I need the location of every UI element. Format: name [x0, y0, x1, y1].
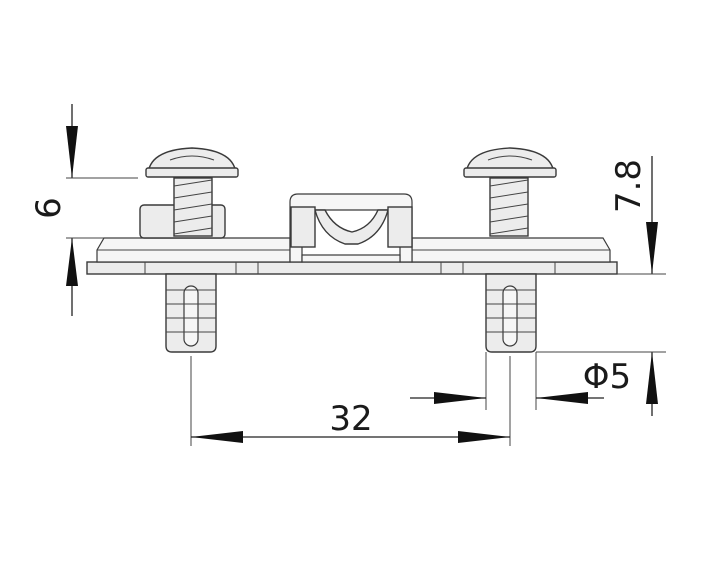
- dimension-label-7-8: 7.8: [609, 159, 649, 213]
- right-screw: [463, 147, 557, 237]
- dimension-label-6: 6: [29, 197, 69, 219]
- dimension-height-6: 6: [29, 104, 140, 316]
- left-screw: [145, 147, 239, 237]
- dimension-diameter: Φ5: [410, 352, 631, 410]
- center-clip: [289, 193, 413, 263]
- dimension-spacing: 32: [190, 356, 511, 446]
- dimension-label-diameter: Φ5: [583, 357, 631, 397]
- dimension-height-7-8: 7.8: [536, 156, 666, 416]
- left-dowel: [165, 273, 217, 353]
- dimension-label-32: 32: [329, 399, 372, 439]
- right-dowel: [485, 273, 537, 353]
